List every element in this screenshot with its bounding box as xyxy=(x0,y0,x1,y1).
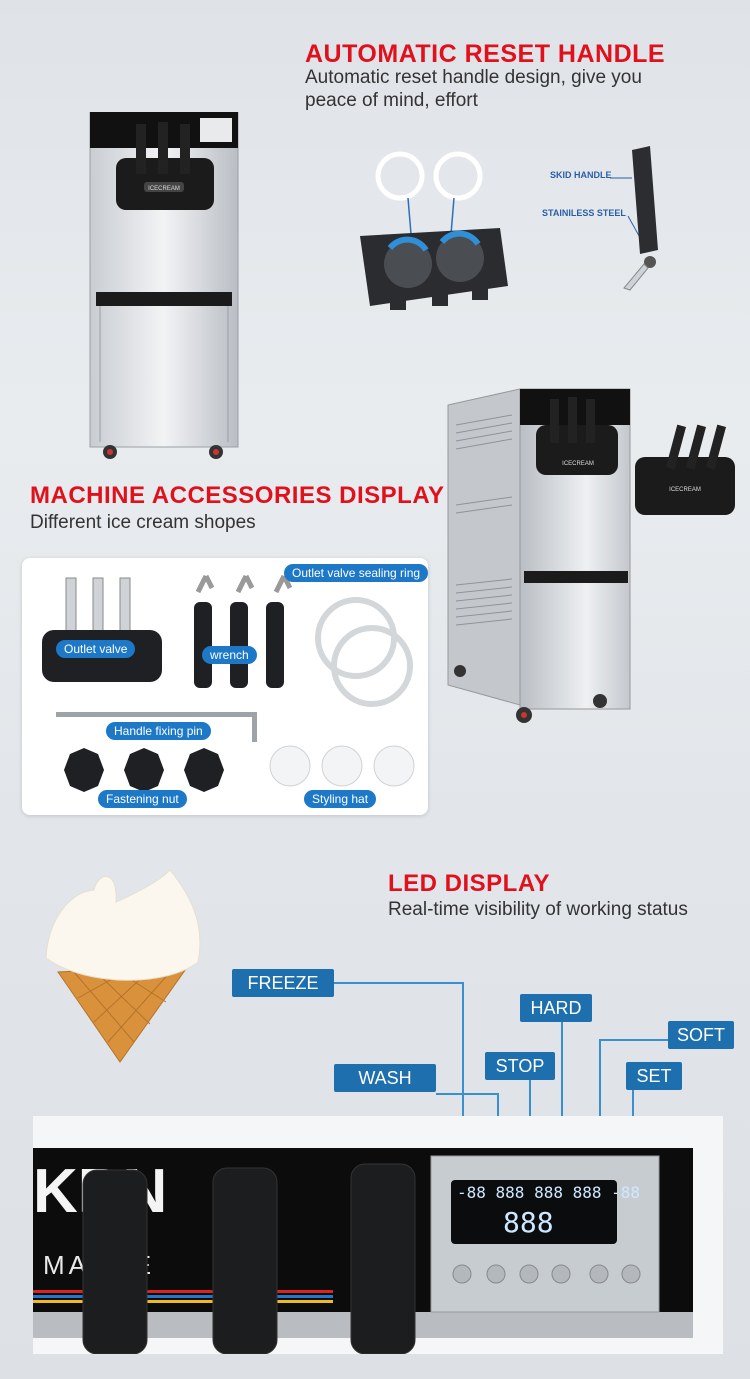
machine1-badge: ICECREAM xyxy=(148,186,180,192)
skid-handle-group: SKID HANDLE STAINILESS STEEL xyxy=(540,140,670,310)
ice-cream-cone-image xyxy=(45,869,201,1063)
sealing-ring-image xyxy=(315,597,413,707)
outlet-valve-label: Outlet valve xyxy=(56,640,136,658)
machine2-badge: ICECREAM xyxy=(562,461,594,467)
hard-label: HARD xyxy=(520,994,592,1022)
outlet-valve-image xyxy=(42,577,162,682)
fixing-pin-label: Handle fixing pin xyxy=(106,722,211,740)
led-readout-big: 888 xyxy=(503,1206,554,1239)
led-section-subtitle: Real-time visibility of working status xyxy=(388,899,688,920)
handle-section-title: AUTOMATIC RESET HANDLE xyxy=(305,40,666,68)
stainless-steel-label: STAINILESS STEEL xyxy=(542,208,626,218)
fastening-nut-label: Fastening nut xyxy=(98,790,187,808)
led-control-panel-image: KRN MA INE -88 888 888 888 -88 888 xyxy=(33,1116,723,1354)
led-readout-top: -88 888 888 888 -88 xyxy=(457,1183,640,1202)
accessories-section-title: MACHINE ACCESSORIES DISPLAY xyxy=(30,482,445,509)
detached-valve-badge: ICECREAM xyxy=(669,487,701,493)
fastening-nut-image xyxy=(64,748,224,792)
fixing-pin-image xyxy=(56,712,257,742)
skid-handle-image xyxy=(610,146,658,291)
wrench-image xyxy=(194,574,293,688)
accessories-section-subtitle: Different ice cream shopes xyxy=(30,512,256,533)
freeze-label: FREEZE xyxy=(232,969,334,997)
valve-block-image xyxy=(360,151,508,310)
set-label: SET xyxy=(626,1062,682,1090)
wash-label: WASH xyxy=(334,1064,436,1092)
styling-hat-label: Styling hat xyxy=(304,790,377,808)
led-section-title: LED DISPLAY xyxy=(388,870,550,897)
soft-label: SOFT xyxy=(668,1021,734,1049)
wrench-label: wrench xyxy=(202,646,257,664)
skid-handle-label: SKID HANDLE xyxy=(550,170,612,180)
ice-cream-machine-front-image: ICECREAM xyxy=(89,112,239,459)
accessories-card: Outlet valve wrench Outlet valve sealing… xyxy=(22,558,429,815)
stop-label: STOP xyxy=(485,1052,555,1080)
handle-section-subtitle: Automatic reset handle design, give you … xyxy=(305,67,642,111)
ice-cream-machine-angled-image: ICECREAM ICECREAM xyxy=(447,388,735,723)
sealing-ring-label: Outlet valve sealing ring xyxy=(284,564,429,582)
styling-hat-image xyxy=(269,745,415,787)
